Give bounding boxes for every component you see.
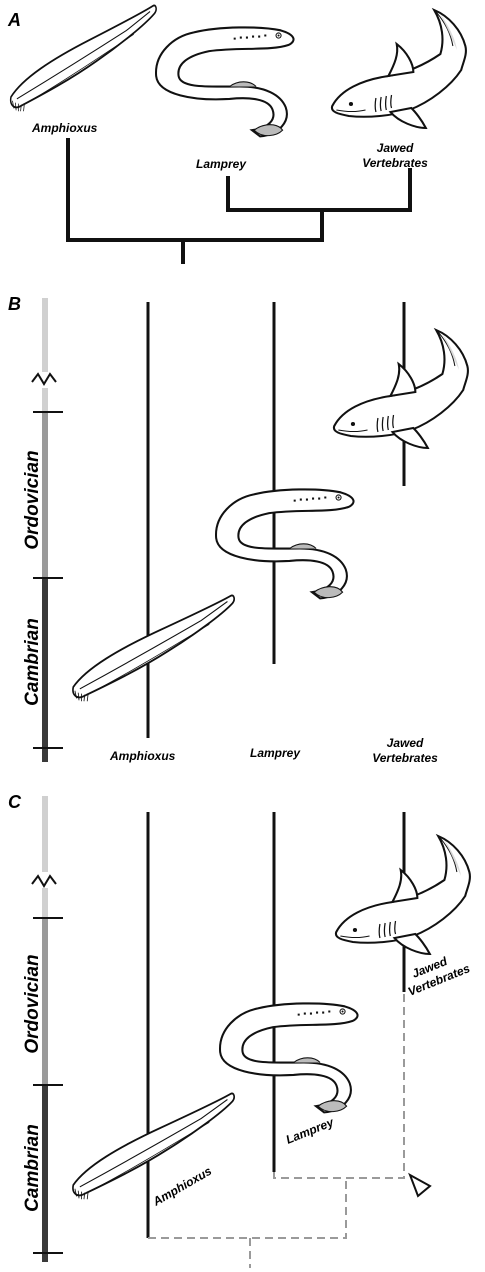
panel-b-letter: B — [8, 294, 21, 314]
label-jawed-line2: Vertebrates — [362, 156, 428, 170]
shark-icon — [334, 330, 468, 448]
geologic-timescale: Ordovician Cambrian — [22, 298, 63, 762]
period-ordovician: Ordovician — [22, 954, 43, 1053]
amphioxus-icon — [73, 595, 234, 701]
label-amphioxus: Amphioxus — [109, 749, 176, 763]
lamprey-icon — [220, 1003, 358, 1112]
shark-icon — [332, 10, 466, 128]
lamprey-icon — [156, 27, 294, 136]
label-amphioxus: Amphioxus — [150, 1164, 215, 1209]
panel-b: B Ordovician Cambrian Amphioxus Lamprey … — [8, 294, 468, 765]
tree-outer-clade — [68, 140, 322, 240]
arrowhead-icon — [410, 1175, 430, 1196]
panel-c-letter: C — [8, 792, 22, 812]
amphioxus-icon — [11, 5, 156, 111]
label-amphioxus: Amphioxus — [31, 121, 98, 135]
label-jawed-line1: Jawed — [387, 736, 424, 750]
label-lamprey: Lamprey — [250, 746, 301, 760]
panel-a: A Amphioxus Lamprey Jawed Vertebrates — [7, 5, 466, 262]
period-ordovician: Ordovician — [22, 450, 43, 549]
label-lamprey: Lamprey — [284, 1115, 337, 1147]
label-jawed-line2: Vertebrates — [372, 751, 438, 765]
tree-inner-clade — [228, 170, 410, 210]
label-lamprey: Lamprey — [196, 157, 247, 171]
label-jawed-line1: Jawed — [377, 141, 414, 155]
break-icon — [32, 374, 56, 384]
geologic-timescale: Ordovician Cambrian — [22, 796, 63, 1262]
break-icon — [32, 876, 56, 886]
period-cambrian: Cambrian — [22, 1124, 43, 1212]
period-cambrian: Cambrian — [22, 618, 43, 706]
lamprey-icon — [216, 489, 354, 598]
panel-a-letter: A — [7, 10, 21, 30]
amphioxus-icon — [73, 1093, 234, 1199]
lineages — [148, 302, 404, 738]
panel-c: C Ordovician Cambrian Amphioxus — [8, 792, 472, 1268]
